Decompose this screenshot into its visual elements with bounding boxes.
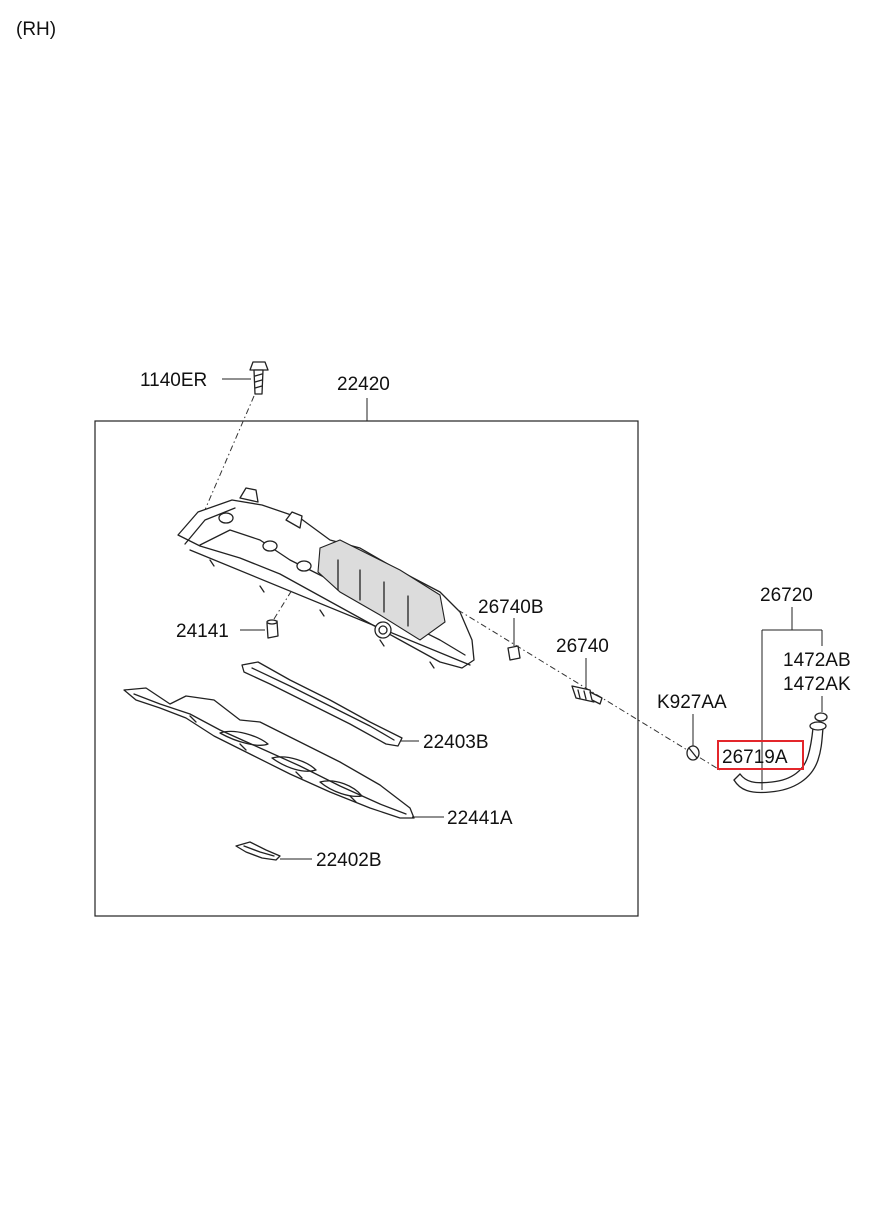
assembly-frame <box>94 420 639 917</box>
label-1472AB[interactable]: 1472AB <box>783 650 851 671</box>
label-1140ER[interactable]: 1140ER <box>140 370 207 391</box>
grommet-part <box>507 645 521 661</box>
label-26720[interactable]: 26720 <box>760 585 813 606</box>
view-label: (RH) <box>16 19 56 40</box>
label-22402B[interactable]: 22402B <box>316 850 382 871</box>
clamp-part <box>686 745 700 761</box>
gasket-upper-part <box>241 661 403 747</box>
cylinder-head-cover <box>177 487 475 669</box>
label-K927AA[interactable]: K927AA <box>657 692 727 713</box>
label-22420[interactable]: 22420 <box>337 374 390 395</box>
label-26740[interactable]: 26740 <box>556 636 609 657</box>
hose-part <box>733 712 828 794</box>
hose-highlight-box <box>717 740 804 770</box>
label-24141[interactable]: 24141 <box>176 621 229 642</box>
label-22403B[interactable]: 22403B <box>423 732 489 753</box>
label-22441A[interactable]: 22441A <box>447 808 513 829</box>
label-1472AK[interactable]: 1472AK <box>783 674 851 695</box>
plug-part <box>266 619 279 639</box>
label-26740B[interactable]: 26740B <box>478 597 544 618</box>
gasket-small-part <box>235 841 281 861</box>
gasket-main-part <box>123 687 415 819</box>
plug-axis-line <box>273 589 293 620</box>
pcv-valve-part <box>571 685 603 705</box>
label-26719A[interactable]: 26719A <box>722 747 788 768</box>
bolt-part <box>249 361 269 395</box>
